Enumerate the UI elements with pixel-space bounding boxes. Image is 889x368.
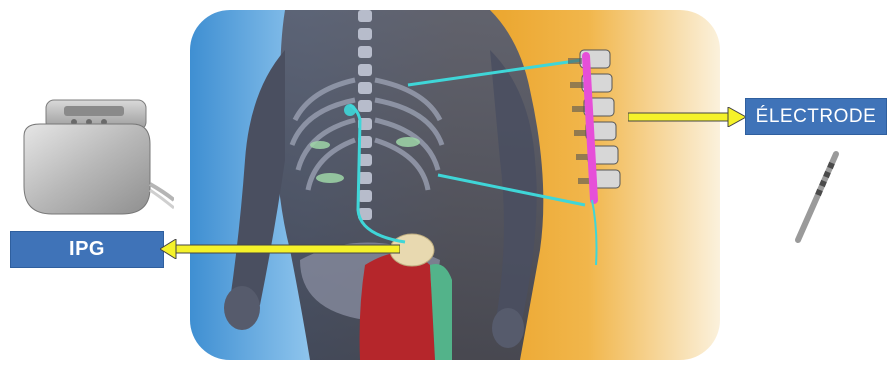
ipg-device-image xyxy=(14,96,174,226)
body-illustration xyxy=(190,10,720,360)
arrow-to-electrode xyxy=(628,107,746,127)
ipg-label-text: IPG xyxy=(69,238,105,261)
electrode-label: ÉLECTRODE xyxy=(745,98,887,135)
ipg-label: IPG xyxy=(10,231,164,268)
electrode-label-text: ÉLECTRODE xyxy=(756,106,877,128)
body-illustration-panel xyxy=(190,10,720,360)
electrode-lead-image xyxy=(792,150,842,250)
arrow-to-ipg xyxy=(160,239,400,259)
